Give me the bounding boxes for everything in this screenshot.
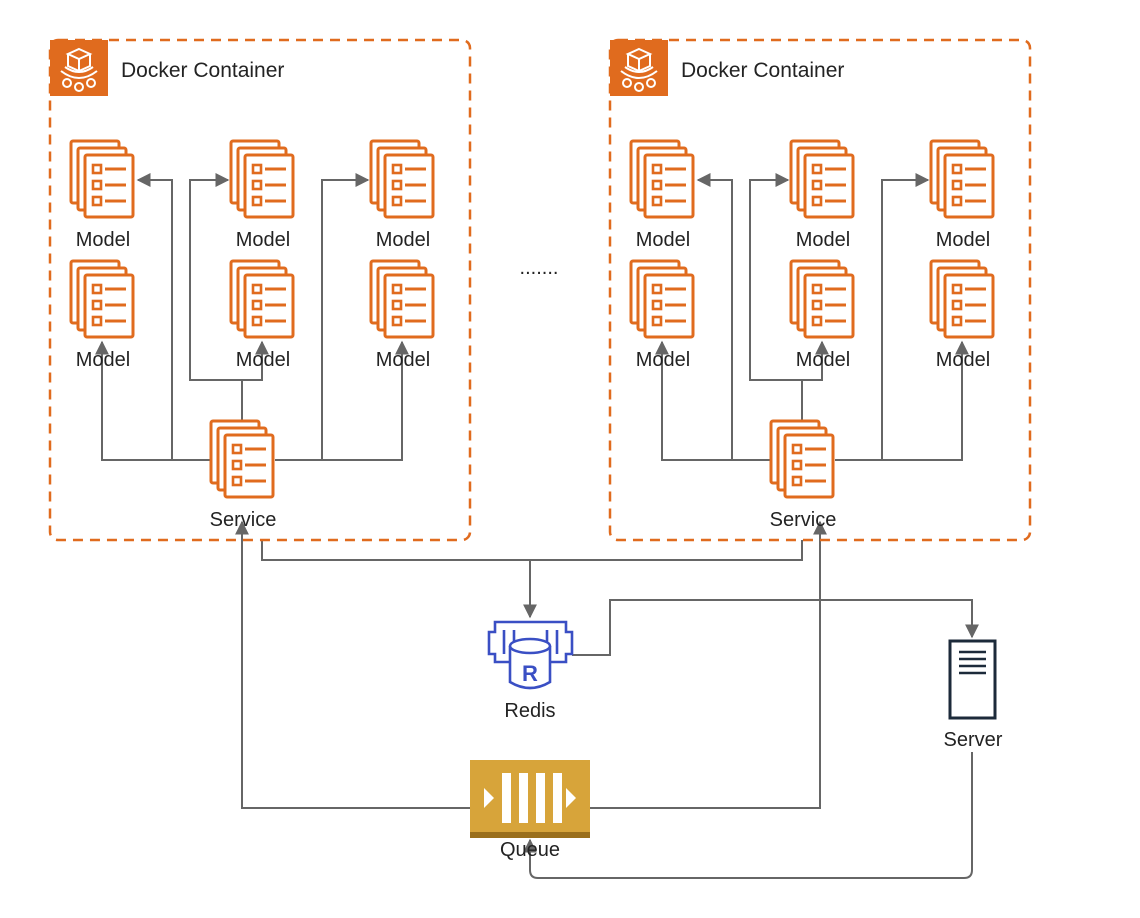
model-label: Model	[236, 349, 290, 371]
model-icon	[69, 139, 135, 219]
more-containers-ellipsis: .......	[520, 257, 559, 279]
model-label: Model	[376, 229, 430, 251]
model-icon	[229, 139, 295, 219]
container-border	[48, 38, 472, 542]
redis-node: R Redis	[487, 620, 574, 722]
connector-right-service-to-model-bottom-right	[835, 340, 969, 461]
model-label: Model	[376, 349, 430, 371]
model-label: Model	[636, 229, 690, 251]
queue-node: Queue	[470, 760, 590, 861]
service-icon	[769, 419, 835, 499]
model-icon	[629, 259, 695, 339]
connector-right-service-to-model-top-left	[696, 173, 772, 461]
model-icon	[929, 139, 995, 219]
model-label: Model	[796, 349, 850, 371]
model-label: Model	[936, 229, 990, 251]
queue-icon	[470, 760, 590, 838]
model-label: Model	[636, 349, 690, 371]
container-border	[608, 38, 1032, 542]
service-label: Service	[210, 509, 277, 531]
connector-left-service-to-model-bottom-middle	[241, 340, 269, 420]
docker-container-icon	[49, 39, 109, 97]
connector-right-service-to-model-bottom-middle	[801, 340, 829, 420]
redis-icon: R	[487, 620, 574, 690]
redis-label: Redis	[504, 700, 555, 722]
connector-queue-to-right-service	[590, 520, 827, 809]
container-title: Docker Container	[681, 59, 844, 82]
connector-left-service-to-model-top-left	[136, 173, 212, 461]
service-label: Service	[770, 509, 837, 531]
server-icon	[948, 639, 997, 720]
svg-text:R: R	[522, 661, 538, 686]
model-icon	[229, 259, 295, 339]
connector-redis-to-server	[572, 599, 979, 656]
model-icon	[789, 139, 855, 219]
model-label: Model	[76, 349, 130, 371]
model-icon	[69, 259, 135, 339]
model-icon	[629, 139, 695, 219]
model-icon	[929, 259, 995, 339]
connector-left-service-to-model-bottom-right	[275, 340, 409, 461]
server-node: Server	[944, 639, 1003, 751]
model-label: Model	[796, 229, 850, 251]
model-label: Model	[936, 349, 990, 371]
server-label: Server	[944, 729, 1003, 751]
model-icon	[369, 139, 435, 219]
docker-container-icon	[609, 39, 669, 97]
connector-queue-to-left-service	[235, 520, 470, 809]
model-icon	[369, 259, 435, 339]
docker-container-left: Docker Container Model Model Model Model…	[48, 38, 472, 542]
service-icon	[209, 419, 275, 499]
model-label: Model	[236, 229, 290, 251]
connectors	[95, 173, 979, 879]
model-icon	[789, 259, 855, 339]
container-title: Docker Container	[121, 59, 284, 82]
connector-services-to-redis	[261, 540, 803, 561]
queue-label: Queue	[500, 839, 560, 861]
docker-container-right: Docker Container Model Model Model Model…	[608, 38, 1032, 542]
connector-server-to-queue	[523, 752, 973, 879]
model-label: Model	[76, 229, 130, 251]
